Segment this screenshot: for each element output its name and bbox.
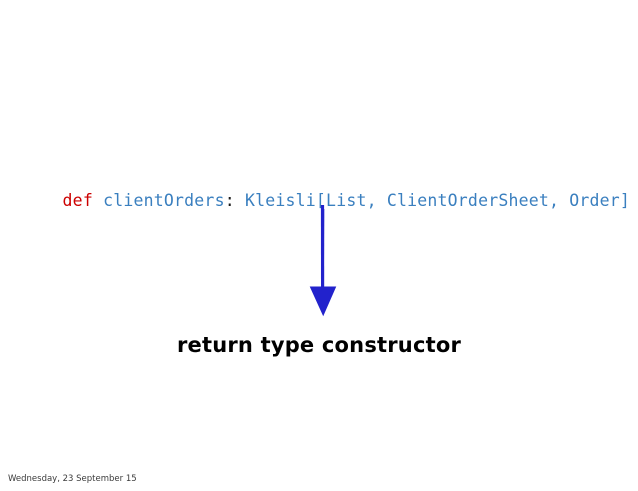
code-function-name: clientOrders [103,191,225,210]
code-type-signature: Kleisli[List, ClientOrderSheet, Order] [244,191,631,210]
code-space-1 [93,191,103,210]
code-colon: : [224,191,235,210]
code-space-2 [235,191,245,210]
footer-date: Wednesday, 23 September 15 [8,474,137,484]
caption-text: return type constructor [176,333,462,357]
down-arrow-icon [296,203,352,323]
code-keyword-def: def [62,191,93,210]
code-line: def clientOrders: Kleisli[List, ClientOr… [22,168,630,234]
